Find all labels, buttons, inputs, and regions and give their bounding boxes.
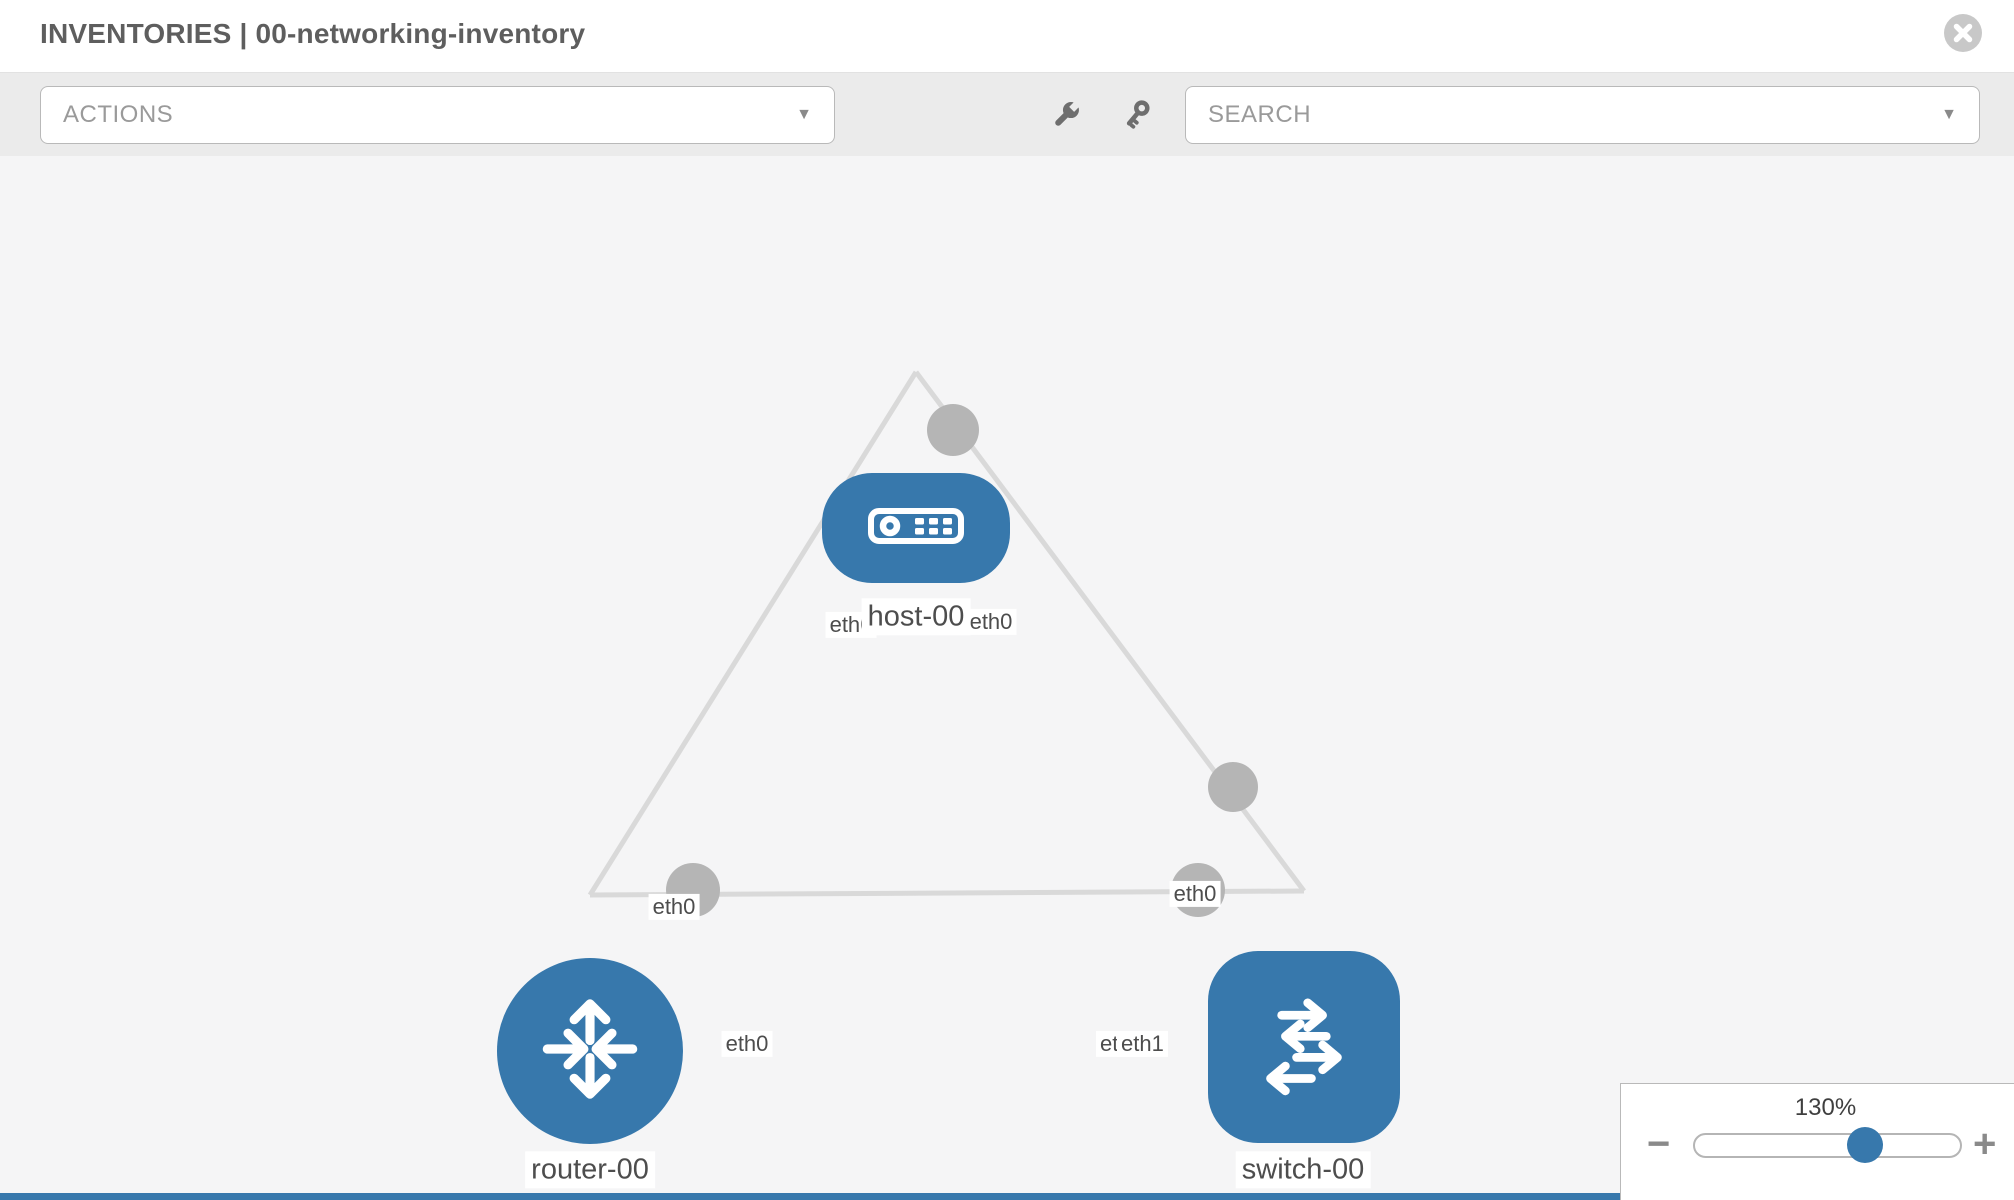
page-title: INVENTORIES | 00-networking-inventory <box>40 18 586 49</box>
zoom-in-button[interactable]: + <box>1973 1122 1997 1166</box>
server-icon <box>868 507 964 549</box>
interface-label-router-uplink: eth0 <box>648 893 700 921</box>
close-button[interactable] <box>1944 14 1982 52</box>
switch-icon <box>1242 983 1366 1112</box>
zoom-panel: 130% − + <box>1620 1083 2014 1200</box>
key-icon <box>1118 100 1154 137</box>
zoom-out-button[interactable]: − <box>1647 1122 1671 1166</box>
node-label-switch-00: switch-00 <box>1235 1151 1371 1189</box>
node-label-router-00: router-00 <box>525 1151 655 1189</box>
toolbar: ACTIONS ▼ <box>0 73 2014 157</box>
zoom-slider-thumb[interactable] <box>1847 1127 1883 1163</box>
node-host-00[interactable] <box>822 473 1010 583</box>
zoom-slider[interactable] <box>1693 1127 1962 1163</box>
router-icon <box>529 988 651 1115</box>
configure-button[interactable] <box>1048 97 1084 133</box>
interface-label-host-right: eth0 <box>965 608 1017 636</box>
topology-canvas[interactable]: host-00 router-00 switch-00 eth0 eth0 et… <box>0 156 2014 1200</box>
credentials-button[interactable] <box>1118 97 1154 133</box>
actions-dropdown-label: ACTIONS <box>63 101 174 128</box>
search-placeholder: SEARCH <box>1208 101 1312 128</box>
port-host-bottom <box>927 404 979 456</box>
interface-label-mid-router-end: eth0 <box>721 1030 773 1058</box>
zoom-level-value: 130% <box>1794 1094 1857 1121</box>
link-host-router <box>587 370 919 897</box>
node-label-host-00: host-00 <box>861 598 971 636</box>
links-layer <box>587 370 1307 917</box>
node-switch-00[interactable] <box>1208 951 1400 1143</box>
wrench-icon <box>1048 99 1084 137</box>
interface-label-mid-switch-end-front: eth1 <box>1117 1030 1168 1058</box>
node-router-00[interactable] <box>497 958 683 1144</box>
actions-dropdown[interactable]: ACTIONS ▼ <box>40 86 835 144</box>
search-dropdown[interactable]: SEARCH ▼ <box>1185 86 1980 144</box>
chevron-down-icon: ▼ <box>1941 106 1957 123</box>
header: INVENTORIES | 00-networking-inventory <box>0 0 2014 73</box>
bottom-panel-edge <box>0 1193 1620 1200</box>
interface-label-switch-uplink: eth0 <box>1169 880 1221 908</box>
port-switch-top <box>1208 762 1258 812</box>
chevron-down-icon: ▼ <box>796 106 812 123</box>
